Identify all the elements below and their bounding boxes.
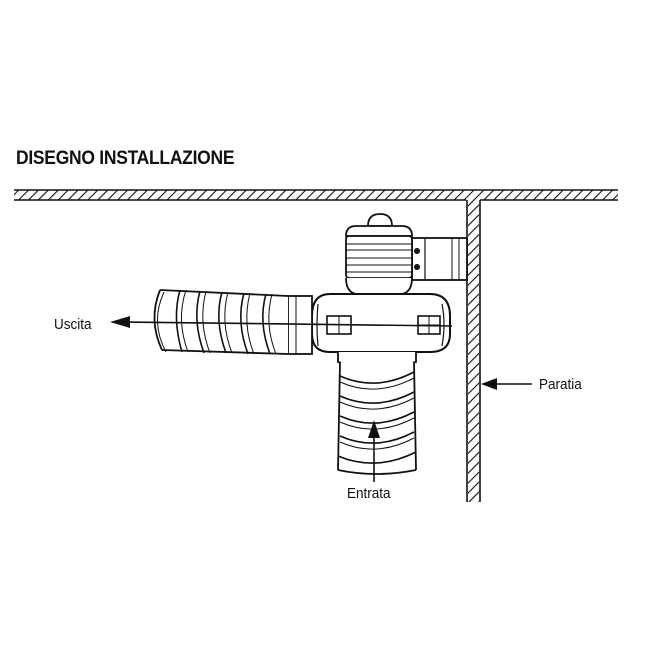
bulkhead-label: Paratia <box>539 376 582 393</box>
ceiling <box>14 189 618 201</box>
wall-bracket <box>411 237 468 281</box>
bulkhead-wall <box>466 200 481 502</box>
outlet-arrow <box>110 316 453 328</box>
diagram-title: DISEGNO INSTALLAZIONE <box>16 148 235 169</box>
bracket-bolt <box>414 264 420 270</box>
bulkhead-arrow <box>481 378 532 390</box>
inlet-hose <box>337 361 417 475</box>
inlet-label: Entrata <box>347 485 391 502</box>
inlet-arrow <box>368 420 380 482</box>
outlet-label: Uscita <box>54 316 92 333</box>
bracket-bolt <box>414 248 420 254</box>
motor-cap <box>345 213 413 295</box>
outlet-hose <box>153 289 289 355</box>
blower-housing <box>311 293 451 368</box>
